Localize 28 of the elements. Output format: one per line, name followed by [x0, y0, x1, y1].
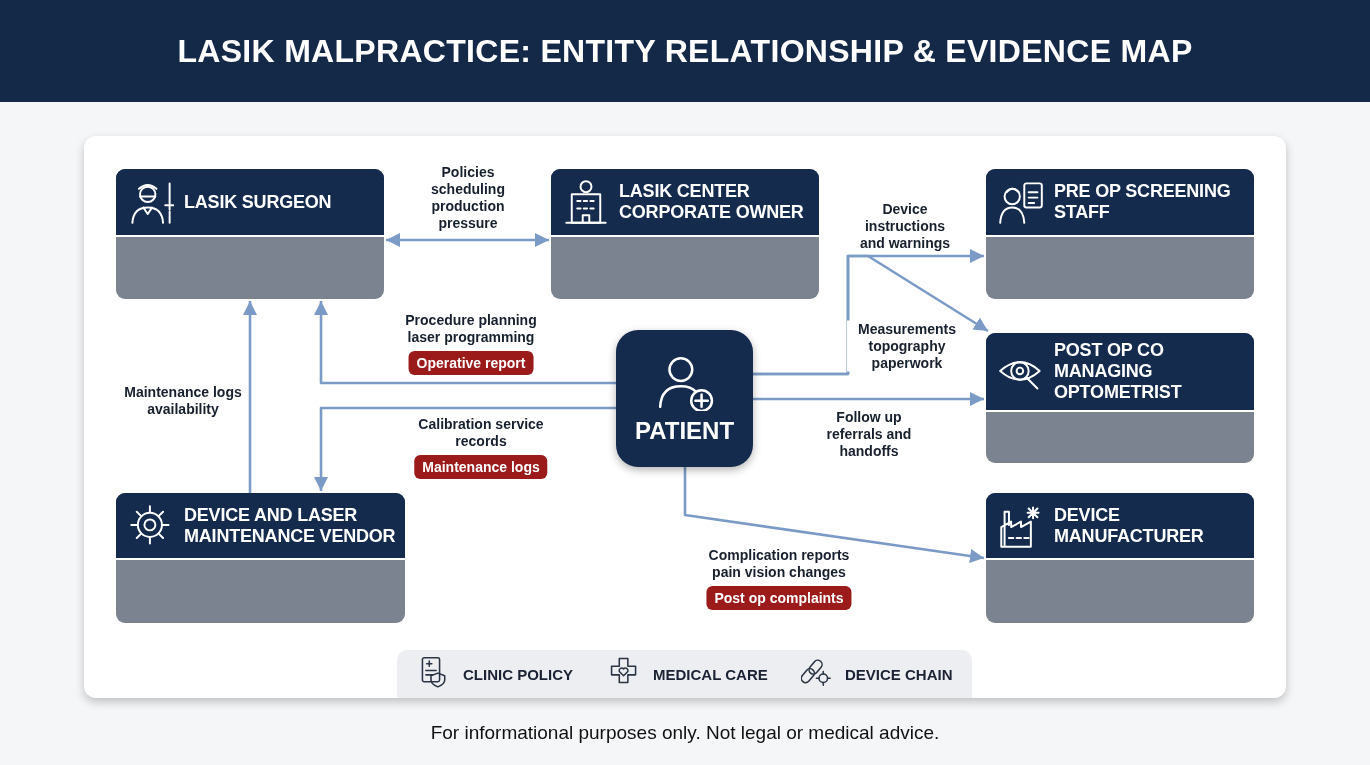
legend-label: MEDICAL CARE — [653, 665, 768, 683]
entity-card — [116, 169, 384, 299]
node-title: DEVICE AND LASER MAINTENANCE VENDOR — [184, 504, 397, 547]
node-title: PRE OP SCREENING STAFF — [1054, 181, 1232, 223]
arrow — [314, 406, 616, 491]
entity-card — [986, 169, 1254, 299]
arrow — [243, 301, 257, 493]
node-title: LASIK SURGEON — [184, 191, 332, 213]
footer-note: For informational purposes only. Not legal or medical advice. — [430, 722, 940, 744]
entity-card — [986, 493, 1254, 623]
patient-node — [616, 330, 753, 467]
entity-card — [116, 493, 405, 623]
node-title: DEVICE MANUFACTURER — [1054, 504, 1205, 547]
legend-label: DEVICE CHAIN — [845, 665, 953, 683]
evidence-tag: Post op complaints — [706, 586, 852, 610]
diagram-title: LASIK MALPRACTICE: ENTITY RELATIONSHIP & EVIDENCE MAP — [177, 32, 1193, 70]
arrow — [683, 467, 985, 563]
arrow — [314, 301, 616, 385]
arrow — [386, 233, 549, 247]
evidence-tag: Operative report — [408, 351, 534, 375]
node-title: PATIENT — [634, 416, 735, 445]
entity-card — [986, 333, 1254, 463]
node-title: LASIK CENTER CORPORATE OWNER — [619, 181, 805, 223]
evidence-tag: Maintenance logs — [414, 455, 548, 479]
legend-label: CLINIC POLICY — [463, 665, 573, 683]
arrow — [753, 392, 984, 406]
node-title: POST OP CO MANAGING OPTOMETRIST — [1054, 340, 1183, 403]
entity-card — [551, 169, 819, 299]
